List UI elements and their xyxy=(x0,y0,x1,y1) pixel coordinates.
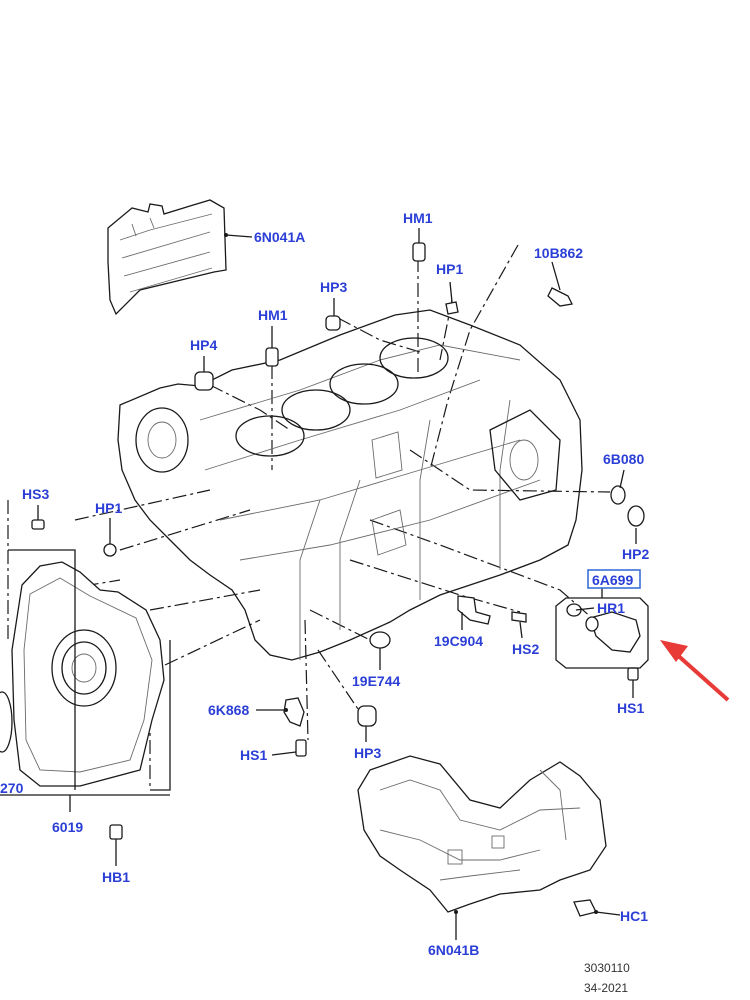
label-hm1-mid[interactable]: HM1 xyxy=(258,307,288,323)
label-6a699[interactable]: 6A699 xyxy=(592,572,633,588)
label-hs1-left[interactable]: HS1 xyxy=(240,747,267,763)
label-19c904[interactable]: 19C904 xyxy=(434,633,483,649)
label-hs3[interactable]: HS3 xyxy=(22,486,49,502)
label-hp4[interactable]: HP4 xyxy=(190,337,217,353)
label-6b080[interactable]: 6B080 xyxy=(603,451,644,467)
label-6n041a[interactable]: 6N041A xyxy=(254,229,305,245)
highlight-box xyxy=(587,569,641,589)
part-labels: 6N041A HM1 10B862 HP1 HP3 HM1 HP4 6B080 … xyxy=(0,210,649,958)
part-6n041b-baffle xyxy=(357,755,607,913)
red-pointer-arrow-icon xyxy=(660,640,730,702)
label-hr1[interactable]: HR1 xyxy=(597,600,625,616)
label-hp3-top[interactable]: HP3 xyxy=(320,279,347,295)
label-hb1[interactable]: HB1 xyxy=(102,869,130,885)
label-19e744[interactable]: 19E744 xyxy=(352,673,400,689)
label-6019[interactable]: 6019 xyxy=(52,819,83,835)
part-6n041a-cover xyxy=(107,199,227,316)
label-hp1-left[interactable]: HP1 xyxy=(95,500,122,516)
label-6n041b[interactable]: 6N041B xyxy=(428,942,479,958)
reference-stamp: 3030110 34-2021 xyxy=(584,961,630,995)
fasteners xyxy=(31,242,645,917)
label-hc1[interactable]: HC1 xyxy=(620,908,648,924)
label-hs1-right[interactable]: HS1 xyxy=(617,700,644,716)
label-hm1-top[interactable]: HM1 xyxy=(403,210,433,226)
label-hp3-bottom[interactable]: HP3 xyxy=(354,745,381,761)
label-hs2[interactable]: HS2 xyxy=(512,641,539,657)
label-10b862[interactable]: 10B862 xyxy=(534,245,583,261)
engine-block xyxy=(117,309,583,661)
label-270[interactable]: 270 xyxy=(0,780,24,796)
leader-lines xyxy=(37,228,637,940)
label-6k868[interactable]: 6K868 xyxy=(208,702,249,718)
label-hp2[interactable]: HP2 xyxy=(622,546,649,562)
label-hp1-top[interactable]: HP1 xyxy=(436,261,463,277)
reference-date: 34-2021 xyxy=(584,981,628,995)
reference-number: 3030110 xyxy=(584,961,630,975)
part-6019-cover xyxy=(0,549,171,812)
